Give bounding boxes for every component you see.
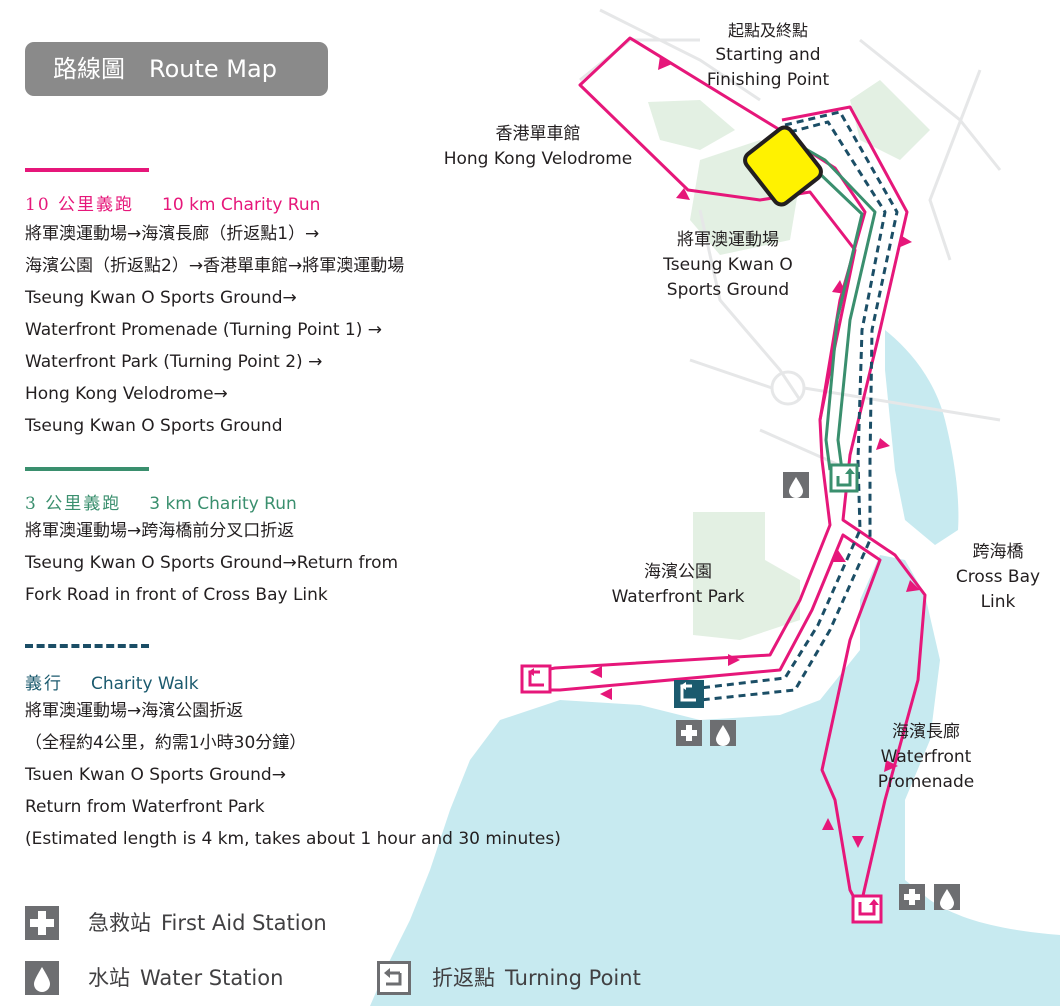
label-waterfront-park: 海濱公園 Waterfront Park [611,562,745,607]
route-10km-arrows [590,56,920,848]
water-station-park [710,720,736,746]
title-en: Route Map [149,55,277,83]
park-area-velodrome [648,100,735,150]
route-10km-outer [781,105,927,911]
turning-point-2 [520,664,552,694]
road-network [579,8,1002,472]
first-aid-station-park [676,720,702,746]
turning-point-walk [674,680,704,708]
turning-point-icon [377,961,411,995]
park-area-north [850,80,930,160]
label-sports-ground: 將軍澳運動場 Tseung Kwan O Sports Ground [663,230,793,300]
label-waterfront-promenade: 海濱長廊 Waterfront Promenade [877,722,975,792]
bay-area [885,330,959,545]
legend-line-3km [25,467,149,471]
park-area-waterfront [693,512,800,640]
title-zh: 路線圖 [53,55,125,83]
first-aid-station-promenade [899,884,925,910]
label-velodrome: 香港單車館 Hong Kong Velodrome [443,124,633,169]
legend-line-10km [25,168,149,172]
start-finish-marker [743,125,823,207]
section-desc-10km: 將軍澳運動場→海濱長廊（折返點1）→ 海濱公園（折返點2）→香港單車館→將軍澳運… [25,224,405,436]
section-desc-3km: 將軍澳運動場→跨海橋前分叉口折返 Tseung Kwan O Sports Gr… [25,521,399,605]
route-10km-loop [578,36,857,421]
legend-line-walk [25,644,149,648]
water-drop-icon [25,961,59,995]
route-walk [699,110,899,702]
route-map-title: 路線圖 Route Map [25,42,328,96]
turning-point-run3 [829,463,859,493]
section-desc-walk: 將軍澳運動場→海濱公園折返 （全程約4公里，約需1小時30分鐘） Tsuen K… [25,701,561,849]
sea-area [370,555,1060,1006]
first-aid-icon [25,906,59,940]
water-station-promenade [934,884,960,910]
water-station-sports-ground [783,472,809,498]
label-start-finish: 起點及終點 Starting and Finishing Point [706,21,830,90]
turning-point-1 [851,894,883,924]
label-cross-bay-link: 跨海橋 Cross Bay Link [955,542,1041,612]
